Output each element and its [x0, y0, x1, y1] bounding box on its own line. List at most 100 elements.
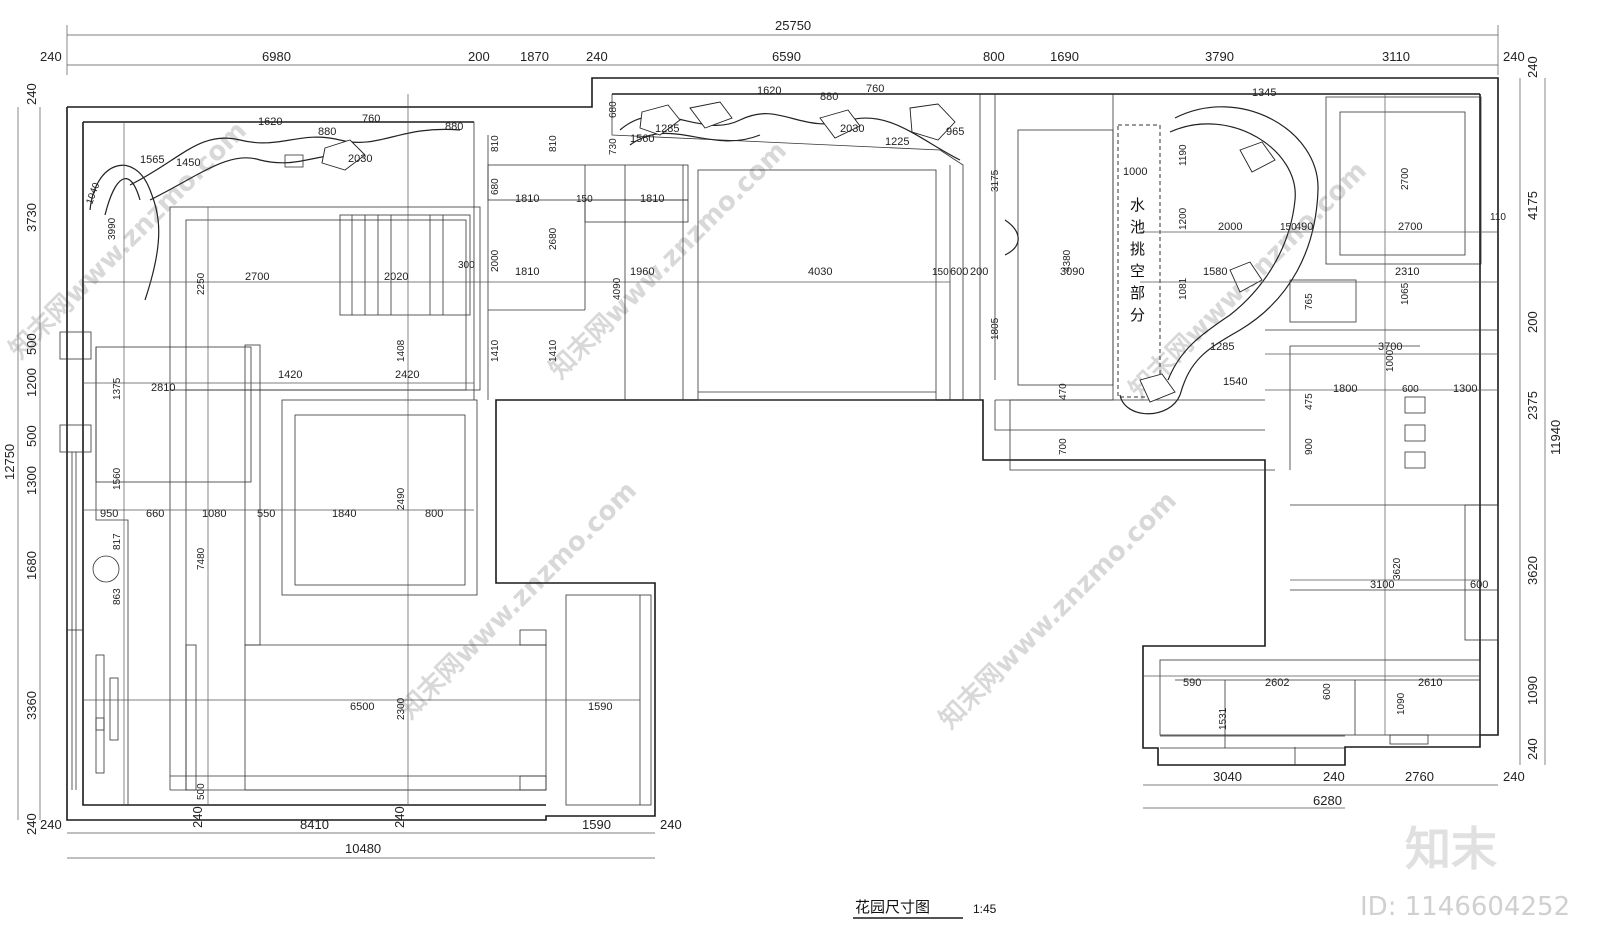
- dim-label: 200: [970, 266, 988, 278]
- dim-label: 2420: [395, 369, 419, 381]
- dim-label: 3175: [990, 169, 1001, 192]
- dim-label: 2310: [1395, 266, 1419, 278]
- dim-label: 7480: [196, 547, 207, 570]
- drawing-title-block: 花园尺寸图 1:45 知末 ID: 1146604252: [853, 822, 1570, 922]
- dim-label: 8410: [300, 817, 329, 832]
- interior-dimension-texts: 1620 880 760 880 1565 1450 1040 3990 203…: [84, 83, 1506, 800]
- dim-label: 2610: [1418, 677, 1442, 689]
- dim-label: 1040: [84, 181, 102, 206]
- dim-label: 2810: [151, 382, 175, 394]
- dim-label: 810: [490, 135, 501, 152]
- dim-label: 1090: [1525, 676, 1540, 705]
- pool-round-edge: [1119, 106, 1319, 415]
- watermark-text: 知末网www.znzmo.com: [544, 136, 793, 385]
- overall-width-label: 6280: [1313, 793, 1342, 808]
- dim-label: 4380: [1062, 249, 1073, 272]
- dim-label: 1580: [1203, 266, 1227, 278]
- dim-label: 1408: [396, 339, 407, 362]
- left-dimension-texts: 12750 240 3730 500 1200 500 1300 1680 33…: [2, 83, 39, 835]
- dim-label: 110: [1490, 212, 1506, 223]
- dim-label: 500: [196, 783, 207, 800]
- dim-label: 1680: [24, 551, 39, 580]
- dim-label: 4175: [1525, 191, 1540, 220]
- dim-label: 2700: [1400, 167, 1411, 190]
- dim-label: 965: [946, 126, 964, 138]
- dim-label: 2680: [548, 227, 559, 250]
- dim-label: 1200: [24, 368, 39, 397]
- dim-label: 2700: [1398, 221, 1422, 233]
- dim-label: 817: [112, 533, 123, 550]
- pool-label-char: 分: [1130, 306, 1145, 324]
- dim-label: 2300: [396, 697, 407, 720]
- dim-label: 1090: [1396, 692, 1407, 715]
- dim-label: 1225: [885, 136, 909, 148]
- pool-label-char: 部: [1130, 284, 1145, 302]
- dim-label: 1560: [630, 133, 654, 145]
- rock-icon: [689, 101, 733, 129]
- dim-label: 3790: [1205, 49, 1234, 64]
- dim-label: 240: [190, 806, 205, 828]
- dim-label: 600: [1470, 579, 1488, 591]
- dim-label: 1810: [515, 193, 539, 205]
- watermark-text: 知末网www.znzmo.com: [934, 486, 1183, 735]
- dim-label: 1540: [1223, 376, 1247, 388]
- dim-label: 4090: [612, 277, 623, 300]
- dim-label: 300: [458, 260, 475, 271]
- dim-label: 1300: [24, 466, 39, 495]
- top-dimension-texts: 25750 240 6980 200 1870 240 6590 800 169…: [40, 18, 1525, 64]
- rock-icon: [321, 139, 366, 171]
- dim-label: 240: [24, 83, 39, 105]
- dim-label: 1620: [757, 85, 781, 97]
- dim-label: 1080: [202, 508, 226, 520]
- drawing-title: 花园尺寸图: [855, 898, 930, 916]
- rock-icon: [819, 109, 861, 139]
- dim-label: 1810: [515, 266, 539, 278]
- dim-label: 765: [1304, 293, 1315, 310]
- rock-icon: [1239, 141, 1276, 173]
- dim-label: 2490: [396, 487, 407, 510]
- right-section-lines: [994, 94, 1499, 765]
- dim-label: 1560: [112, 467, 123, 490]
- dim-label: 3090: [1060, 266, 1084, 278]
- dim-label: 6980: [262, 49, 291, 64]
- dim-label: 1565: [140, 154, 164, 166]
- dim-label: 500: [24, 425, 39, 447]
- drawing-scale: 1:45: [973, 902, 997, 916]
- dim-label: 2020: [384, 271, 408, 283]
- dim-label: 240: [40, 49, 62, 64]
- dim-label: 475: [1304, 393, 1315, 410]
- dim-label: 1190: [1178, 144, 1189, 166]
- image-id-text: ID: 1146604252: [1360, 892, 1570, 922]
- dim-label: 2030: [348, 153, 372, 165]
- dim-label: 3100: [1370, 579, 1394, 591]
- watermark-text: 知末网www.znzmo.com: [4, 116, 253, 365]
- dim-label: 500: [24, 333, 39, 355]
- dim-label: 600: [1402, 384, 1419, 395]
- dim-label: 150: [576, 194, 593, 205]
- dim-label: 490: [1295, 221, 1313, 233]
- brand-logo: 知末: [1405, 822, 1497, 876]
- dim-label: 863: [112, 588, 123, 605]
- dimension-lines: [17, 25, 1546, 859]
- dim-label: 6500: [350, 701, 374, 713]
- dim-label: 1531: [1218, 707, 1229, 730]
- dim-label: 660: [146, 508, 164, 520]
- rock-icon: [1229, 261, 1263, 293]
- dim-label: 2760: [1405, 769, 1434, 784]
- dim-label: 3730: [24, 203, 39, 232]
- dim-label: 3700: [1378, 341, 1402, 353]
- dim-label: 800: [983, 49, 1005, 64]
- dim-label: 810: [548, 135, 559, 152]
- dim-label: 1810: [640, 193, 664, 205]
- dim-label: 3620: [1525, 556, 1540, 585]
- dim-label: 1410: [490, 339, 501, 362]
- right-dimension-texts: 11940 240 4175 200 2375 3620 1090 240: [1525, 56, 1563, 760]
- dim-label: 880: [318, 126, 336, 138]
- dim-label: 2250: [196, 272, 207, 295]
- dim-label: 150: [932, 267, 949, 278]
- dim-label: 1420: [278, 369, 302, 381]
- dim-label: 2030: [840, 123, 864, 135]
- dim-label: 1285: [655, 123, 679, 135]
- dim-label: 240: [1503, 769, 1525, 784]
- dim-label: 1590: [588, 701, 612, 713]
